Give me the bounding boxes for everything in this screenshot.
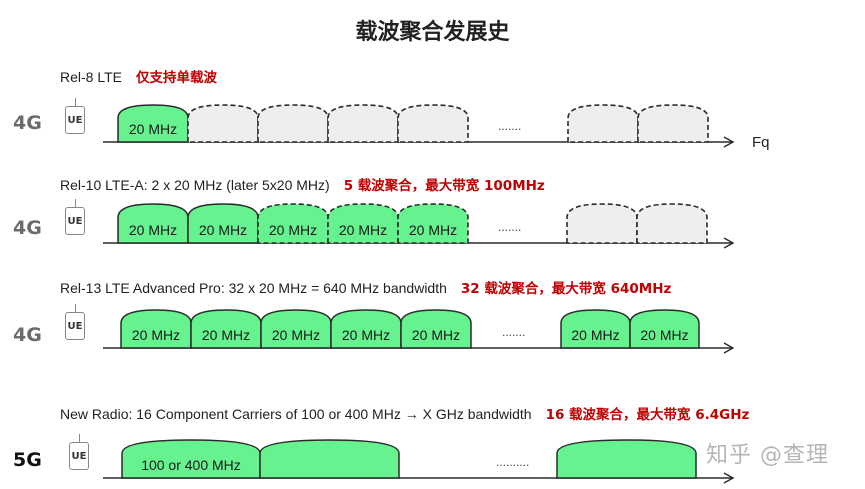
release-description: Rel-13 LTE Advanced Pro: 32 x 20 MHz = 6… [60, 280, 447, 296]
carrier-bandwidth-label: 20 MHz [571, 327, 619, 343]
generation-label: 4G [13, 324, 42, 346]
ue-device-icon: UE [65, 304, 85, 340]
component-carrier [327, 104, 399, 143]
carrier-bandwidth-label: 20 MHz [339, 222, 387, 238]
aggregation-note: 16 载波聚合，最大带宽 6.4GHz [545, 407, 750, 423]
carrier-bandwidth-label: 20 MHz [199, 222, 247, 238]
carrier-bandwidth-label: 20 MHz [409, 222, 457, 238]
aggregation-note: 仅支持单载波 [135, 70, 217, 86]
component-carrier [556, 439, 697, 479]
ellipsis-more-carriers: .......... [496, 455, 529, 469]
component-carrier [400, 309, 472, 349]
carrier-bandwidth-label: 20 MHz [272, 327, 320, 343]
component-carrier [629, 309, 700, 349]
carrier-bandwidth-label: 20 MHz [269, 222, 317, 238]
component-carrier [567, 104, 639, 143]
carrier-bandwidth-label: 20 MHz [129, 121, 177, 137]
watermark: 知乎 @查理 [706, 443, 829, 468]
row-heading: Rel-13 LTE Advanced Pro: 32 x 20 MHz = 6… [60, 277, 671, 297]
axis-arrow-icon [723, 136, 735, 148]
aggregation-note: 32 载波聚合，最大带宽 640MHz [460, 281, 672, 297]
axis-arrow-icon [723, 237, 735, 249]
carrier-bandwidth-label: 100 or 400 MHz [141, 457, 241, 473]
carrier-bandwidth-label: 20 MHz [129, 222, 177, 238]
component-carrier [637, 104, 709, 143]
component-carrier [397, 104, 469, 143]
ue-device-icon: UE [65, 199, 85, 235]
component-carrier [397, 203, 469, 244]
release-description: New Radio: 16 Component Carriers of 100 … [60, 406, 532, 422]
component-carrier [260, 309, 332, 349]
carrier-bandwidth-label: 20 MHz [342, 327, 390, 343]
component-carrier [121, 439, 261, 479]
ellipsis-more-carriers: ....... [498, 220, 521, 234]
carrier-bandwidth-label: 20 MHz [132, 327, 180, 343]
axis-arrow-icon [723, 472, 735, 484]
component-carrier [117, 203, 189, 244]
component-carrier [560, 309, 631, 349]
release-description: Rel-10 LTE-A: 2 x 20 MHz (later 5x20 MHz… [60, 177, 330, 193]
component-carrier [566, 203, 638, 244]
row-heading: Rel-8 LTE 仅支持单载波 [60, 66, 217, 86]
diagram-title: 载波聚合发展史 [355, 20, 510, 45]
carrier-bandwidth-label: 20 MHz [412, 327, 460, 343]
frequency-axis-label: Fq [752, 134, 770, 151]
axis-arrow-icon [723, 342, 735, 354]
carrier-bandwidth-label: 20 MHz [640, 327, 688, 343]
row-heading: Rel-10 LTE-A: 2 x 20 MHz (later 5x20 MHz… [60, 174, 545, 194]
generation-label: 4G [13, 217, 42, 239]
component-carrier [259, 439, 400, 479]
carrier-bandwidth-label: 20 MHz [202, 327, 250, 343]
ue-device-icon: UE [69, 434, 89, 470]
aggregation-note: 5 载波聚合，最大带宽 100MHz [343, 178, 545, 194]
release-description: Rel-8 LTE [60, 69, 122, 85]
row-heading: New Radio: 16 Component Carriers of 100 … [60, 403, 749, 423]
ellipsis-more-carriers: ....... [502, 325, 525, 339]
component-carrier [330, 309, 402, 349]
generation-label: 4G [13, 112, 42, 134]
component-carrier [190, 309, 262, 349]
ellipsis-more-carriers: ....... [498, 119, 521, 133]
generation-label: 5G [13, 449, 42, 471]
component-carrier [257, 104, 329, 143]
component-carrier [636, 203, 708, 244]
component-carrier [187, 104, 259, 143]
component-carrier [120, 309, 192, 349]
ue-device-icon: UE [65, 98, 85, 134]
